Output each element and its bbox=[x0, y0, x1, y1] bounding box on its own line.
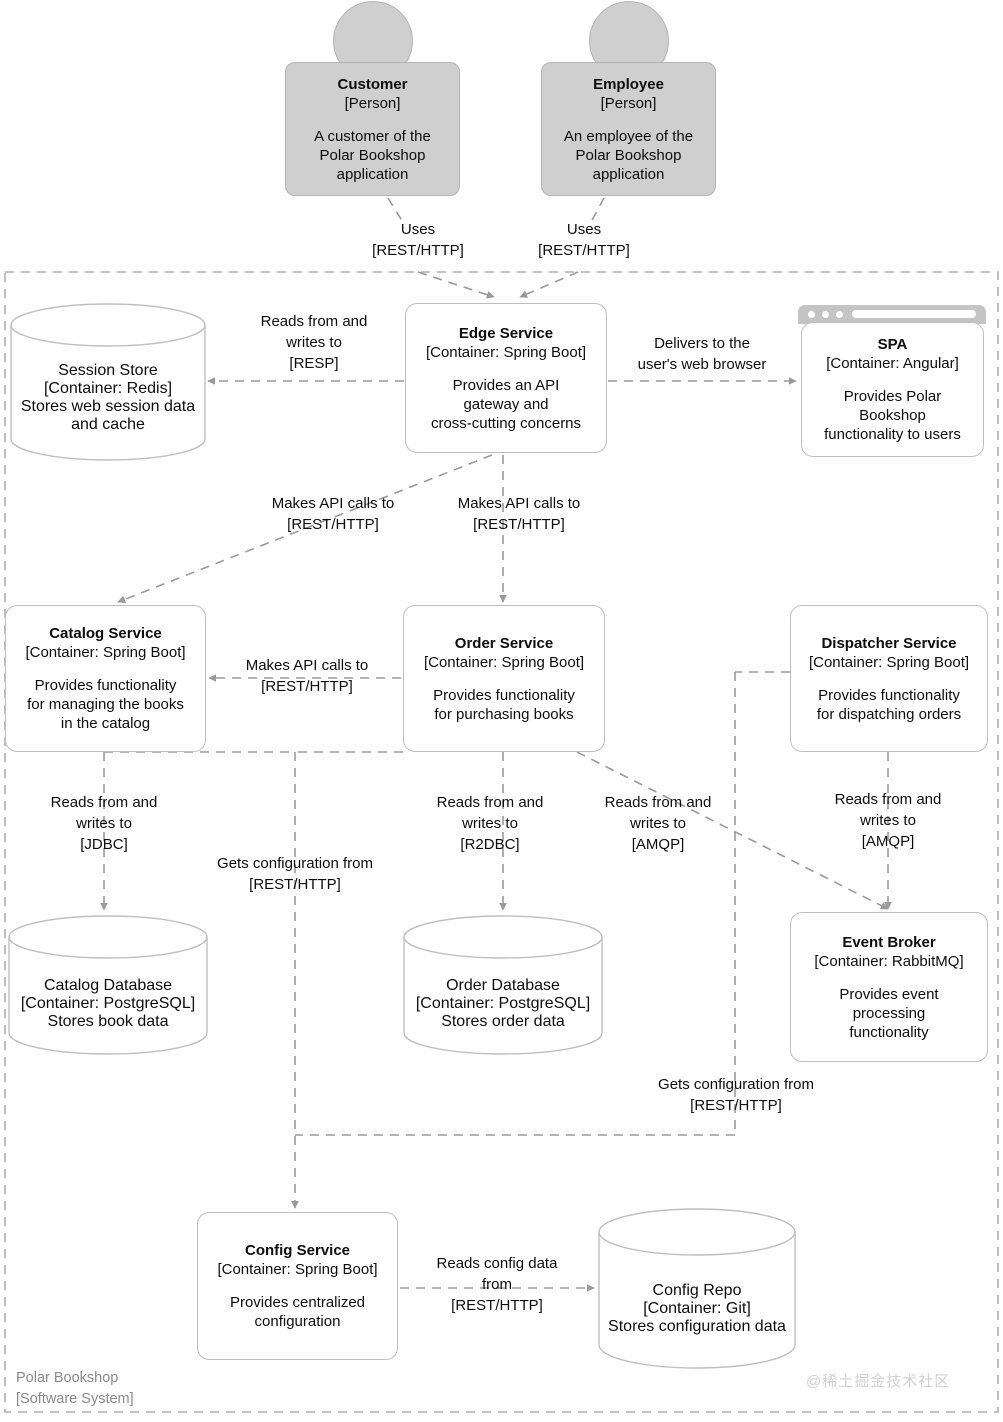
spa-tech: [Container: Angular] bbox=[826, 355, 959, 372]
edge-service-description: Provides an API gateway and cross-cuttin… bbox=[430, 376, 582, 432]
catalog-service-title: Catalog Service bbox=[49, 625, 162, 642]
edge-label-edge-to-spa: Delivers to the user's web browser bbox=[637, 335, 767, 373]
watermark: @稀土掘金技术社区 bbox=[806, 1373, 951, 1390]
edge-dispatcher-to-config bbox=[295, 671, 790, 1136]
employee-tech: [Person] bbox=[600, 94, 657, 112]
edge-label-edge-to-catalog: Makes API calls to [REST/HTTP] bbox=[271, 495, 395, 533]
edge-edge-to-catalog bbox=[117, 454, 493, 603]
edge-label-dispatcher-to-broker: Reads from and writes to [AMQP] bbox=[834, 791, 942, 850]
order-service-description: Provides functionality for purchasing bo… bbox=[433, 686, 575, 723]
catalog-service-description: Provides functionality for managing the … bbox=[27, 677, 184, 732]
dispatcher-service-title: Dispatcher Service bbox=[821, 634, 957, 652]
edge-label-edge-to-session: Reads from and writes to [RESP] bbox=[260, 313, 368, 372]
edge-label-order-to-broker: Reads from and writes to [AMQP] bbox=[604, 794, 712, 853]
node-catalog-service[interactable]: Catalog Service [Container: Spring Boot]… bbox=[5, 605, 206, 752]
node-employee[interactable]: Employee [Person] An employee of the Pol… bbox=[541, 62, 716, 196]
config-repo-tech: [Container: Git] bbox=[643, 1300, 751, 1317]
node-dispatcher-service[interactable]: Dispatcher Service [Container: Spring Bo… bbox=[790, 605, 988, 752]
config-repo-title: Config Repo bbox=[652, 1282, 742, 1299]
catalog-database-cylinder-shape bbox=[8, 915, 208, 1055]
config-repo-description: Stores configuration data bbox=[608, 1318, 786, 1335]
edge-label-edge-to-order: Makes API calls to [REST/HTTP] bbox=[457, 495, 581, 533]
node-customer[interactable]: Customer [Person] A customer of the Pola… bbox=[285, 62, 460, 196]
event-broker-title: Event Broker bbox=[842, 933, 936, 951]
employee-title: Employee bbox=[593, 75, 664, 93]
config-service-tech: [Container: Spring Boot] bbox=[217, 1261, 378, 1278]
order-service-tech: [Container: Spring Boot] bbox=[423, 653, 585, 671]
config-service-description: Provides centralized configuration bbox=[229, 1294, 366, 1330]
system-boundary bbox=[4, 271, 999, 1413]
edge-order-to-broker bbox=[576, 751, 889, 910]
customer-title: Customer bbox=[337, 75, 408, 93]
order-database-description: Stores order data bbox=[441, 1013, 565, 1030]
edge-service-title: Edge Service bbox=[458, 324, 554, 342]
dispatcher-service-description: Provides functionality for dispatching o… bbox=[816, 686, 962, 723]
node-config-repo[interactable]: Config Repo [Container: Git] Stores conf… bbox=[598, 1208, 796, 1370]
node-spa[interactable]: SPA [Container: Angular] Provides Polar … bbox=[801, 322, 984, 457]
edge-employee-uses bbox=[520, 197, 605, 297]
session-store-description: Stores web session data and cache bbox=[20, 398, 196, 433]
node-edge-service[interactable]: Edge Service [Container: Spring Boot] Pr… bbox=[405, 303, 607, 453]
system-boundary-caption: Polar Bookshop [Software System] bbox=[16, 1370, 134, 1407]
employee-description: An employee of the Polar Bookshop applic… bbox=[563, 127, 694, 183]
order-database-tech: [Container: PostgreSQL] bbox=[415, 995, 591, 1012]
catalog-database-description: Stores book data bbox=[47, 1013, 169, 1030]
edge-label-services-to-config: Gets configuration from [REST/HTTP] bbox=[217, 855, 373, 893]
edge-label-employee-uses: Uses [REST/HTTP] bbox=[538, 221, 630, 259]
edge-customer-uses bbox=[387, 197, 494, 297]
node-session-store[interactable]: Session Store [Container: Redis] Stores … bbox=[10, 303, 206, 461]
config-service-title: Config Service bbox=[244, 1242, 351, 1259]
order-service-title: Order Service bbox=[454, 634, 554, 652]
customer-description: A customer of the Polar Bookshop applica… bbox=[314, 127, 431, 183]
edge-service-tech: [Container: Spring Boot] bbox=[425, 343, 587, 361]
node-catalog-database[interactable]: Catalog Database [Container: PostgreSQL]… bbox=[8, 915, 208, 1055]
edge-label-order-to-catalog: Makes API calls to [REST/HTTP] bbox=[245, 657, 369, 695]
node-event-broker[interactable]: Event Broker [Container: RabbitMQ] Provi… bbox=[790, 912, 988, 1062]
edge-label-order-to-db: Reads from and writes to [R2DBC] bbox=[436, 794, 544, 853]
config-repo-cylinder-shape bbox=[598, 1208, 796, 1369]
edge-label-dispatcher-to-config: Gets configuration from [REST/HTTP] bbox=[658, 1076, 814, 1114]
spa-description: Provides Polar Bookshop functionality to… bbox=[824, 388, 961, 443]
node-order-service[interactable]: Order Service [Container: Spring Boot] P… bbox=[403, 605, 605, 752]
event-broker-description: Provides event processing functionality bbox=[839, 985, 939, 1041]
dispatcher-service-tech: [Container: Spring Boot] bbox=[808, 653, 970, 671]
event-broker-tech: [Container: RabbitMQ] bbox=[814, 952, 964, 970]
catalog-database-tech: [Container: PostgreSQL] bbox=[20, 995, 196, 1012]
catalog-service-tech: [Container: Spring Boot] bbox=[25, 644, 186, 661]
order-database-title: Order Database bbox=[446, 977, 560, 994]
session-store-cylinder-shape bbox=[10, 303, 206, 461]
edge-label-catalog-to-db: Reads from and writes to [JDBC] bbox=[50, 794, 158, 853]
session-store-title: Session Store bbox=[58, 362, 158, 379]
spa-title: SPA bbox=[877, 336, 908, 353]
customer-tech: [Person] bbox=[344, 94, 401, 112]
node-config-service[interactable]: Config Service [Container: Spring Boot] … bbox=[197, 1212, 398, 1360]
edge-label-customer-uses: Uses [REST/HTTP] bbox=[372, 221, 464, 259]
session-store-tech: [Container: Redis] bbox=[43, 380, 173, 397]
spa-browser-chrome-icon bbox=[798, 305, 986, 324]
catalog-database-title: Catalog Database bbox=[43, 977, 173, 994]
order-database-cylinder-shape bbox=[403, 915, 603, 1055]
node-order-database[interactable]: Order Database [Container: PostgreSQL] S… bbox=[403, 915, 603, 1055]
edge-label-config-to-repo: Reads config data from [REST/HTTP] bbox=[436, 1255, 558, 1314]
